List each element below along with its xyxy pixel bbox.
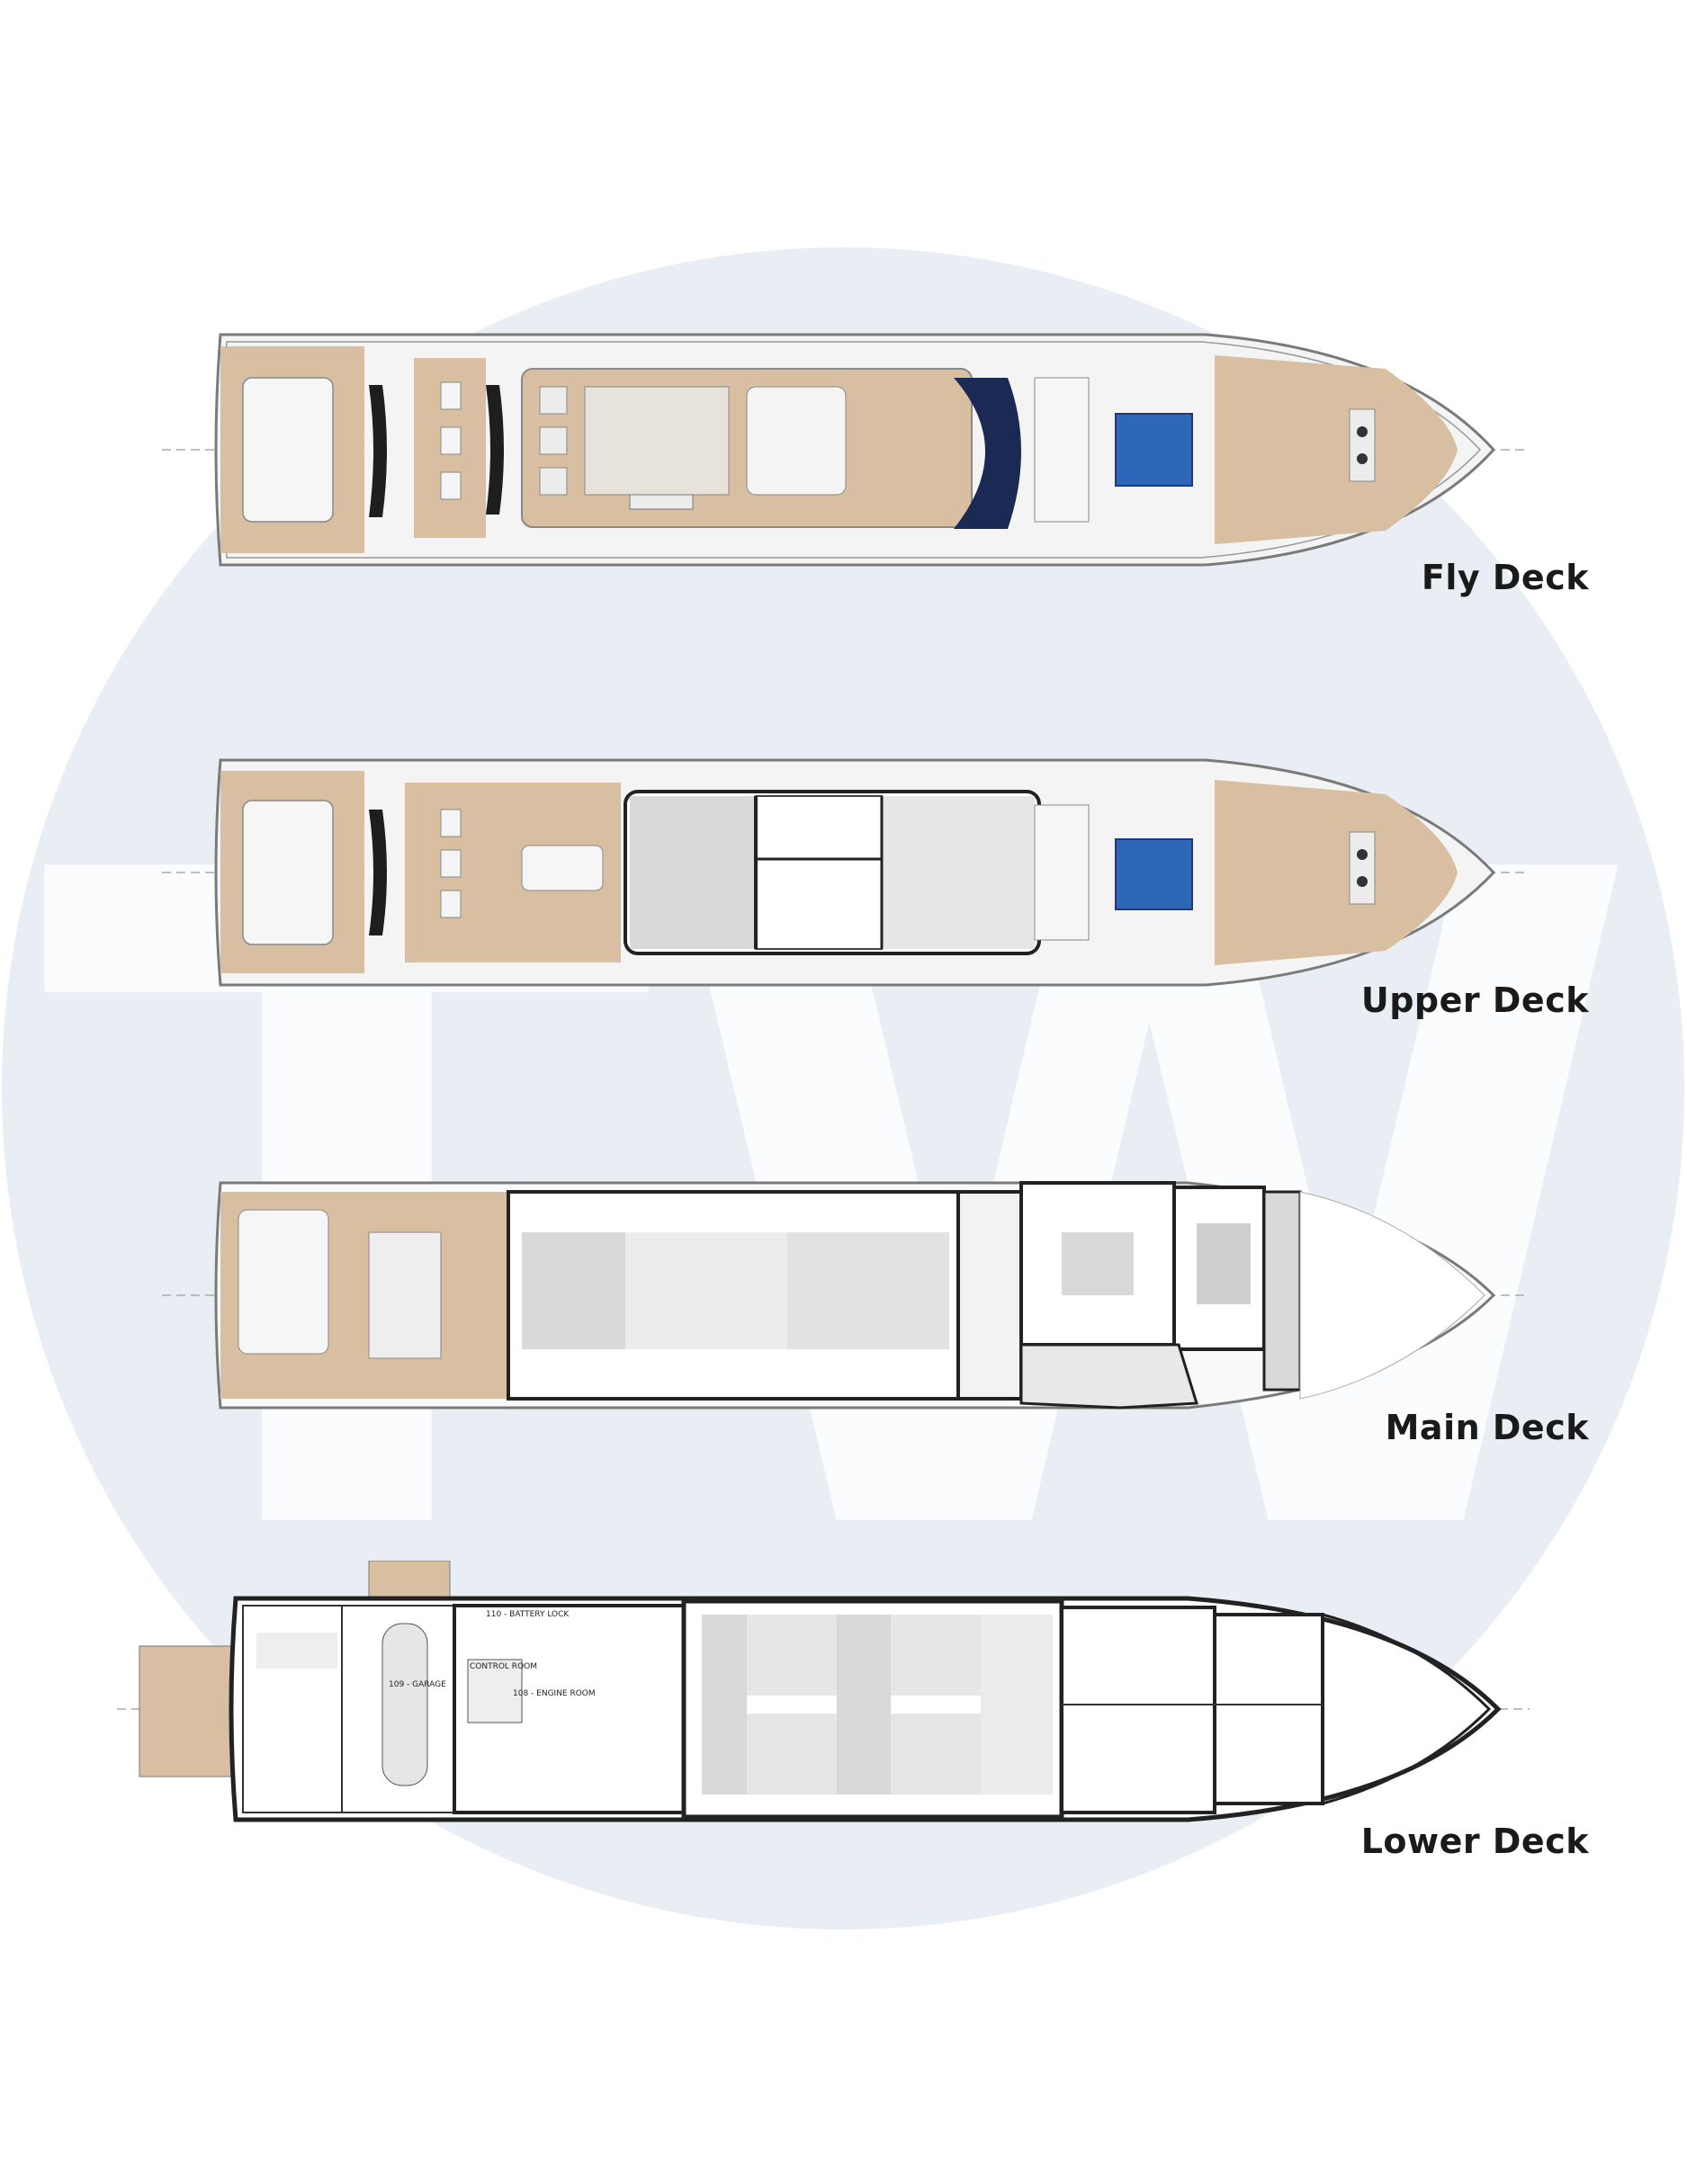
watermark-circle: [2, 247, 1684, 1929]
main-deck-label: Main Deck: [1385, 1408, 1589, 1447]
upper-deck-plan: Upper Deck: [0, 742, 1687, 1030]
lower-deck-plan: 110 - BATTERY LOCK 108 - ENGINE ROOM 109…: [0, 1561, 1687, 1875]
lower-room-label: 110 - BATTERY LOCK: [486, 1610, 570, 1619]
lower-room-label: 108 - ENGINE ROOM: [513, 1689, 596, 1698]
lower-room-label: 109 - GARAGE: [389, 1680, 446, 1689]
upper-deck-label: Upper Deck: [1360, 980, 1589, 1020]
fly-deck-plan: Fly Deck: [0, 315, 1687, 603]
lower-deck-label: Lower Deck: [1360, 1821, 1589, 1861]
main-deck-plan: Main Deck: [0, 1142, 1687, 1457]
lower-room-label: CONTROL ROOM: [470, 1662, 537, 1671]
fly-deck-label: Fly Deck: [1421, 558, 1589, 597]
